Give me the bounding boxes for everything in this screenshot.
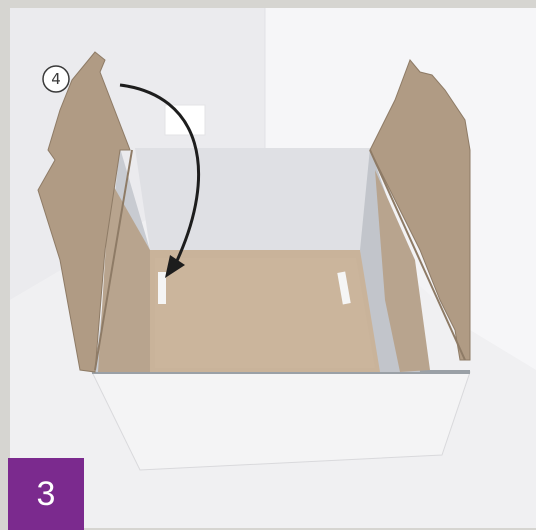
slot-left bbox=[158, 272, 166, 304]
callout-number: 4 bbox=[42, 65, 70, 93]
box-front-face bbox=[92, 372, 470, 470]
box-interior-back bbox=[135, 148, 370, 250]
step-number-badge: 3 bbox=[8, 458, 84, 530]
callout-marker: 4 bbox=[42, 65, 70, 93]
